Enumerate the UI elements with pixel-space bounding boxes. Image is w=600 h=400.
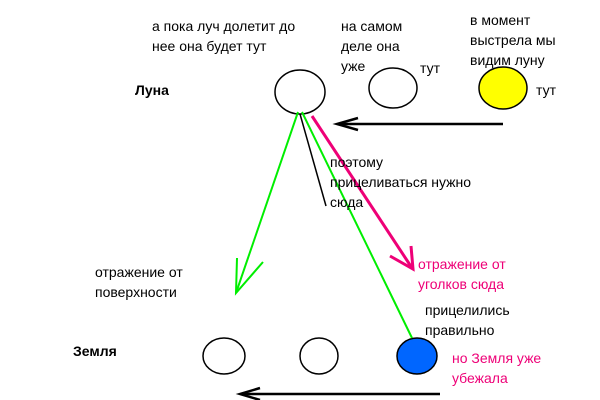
aimed-right-text: прицелились правильно <box>425 302 510 338</box>
green-reflection-arrow-head <box>234 257 264 296</box>
earth-motion-arrow-head <box>235 386 261 400</box>
green-line-to-earth <box>301 111 413 339</box>
moon-actual-position-circle <box>368 67 418 109</box>
moon-motion-arrow-head <box>332 116 359 132</box>
aim-here-text: поэтому прицеливаться нужно сюда <box>330 154 472 210</box>
moon-actual-text: на самом деле она уже <box>341 18 403 74</box>
magenta-reflection-line <box>310 115 414 269</box>
moon-actual-here-text: тут <box>420 60 440 76</box>
earth-ran-text: но Земля уже убежала <box>452 350 542 386</box>
moon-seen-text: в момент выстрела мы видим луну <box>470 12 556 68</box>
moon-future-position-circle <box>274 69 326 115</box>
earth-label: Земля <box>73 343 117 359</box>
earth-position-1-circle <box>202 337 246 375</box>
earth-position-2-circle <box>299 337 339 375</box>
moon-seen-position-circle <box>478 66 528 110</box>
moon-future-text: а пока луч долетит до нее она будет тут <box>152 18 296 54</box>
moon-label: Луна <box>135 82 169 98</box>
black-aim-line <box>299 113 327 207</box>
moon-seen-here-text: тут <box>536 82 556 98</box>
magenta-reflection-arrow-head <box>389 245 415 272</box>
reflection-corners-text: отражение от уголков сюда <box>418 256 506 292</box>
reflection-surface-text: отражение от поверхности <box>95 264 183 300</box>
earth-current-position-circle <box>396 337 438 375</box>
green-reflection-to-surface-line <box>235 111 299 294</box>
